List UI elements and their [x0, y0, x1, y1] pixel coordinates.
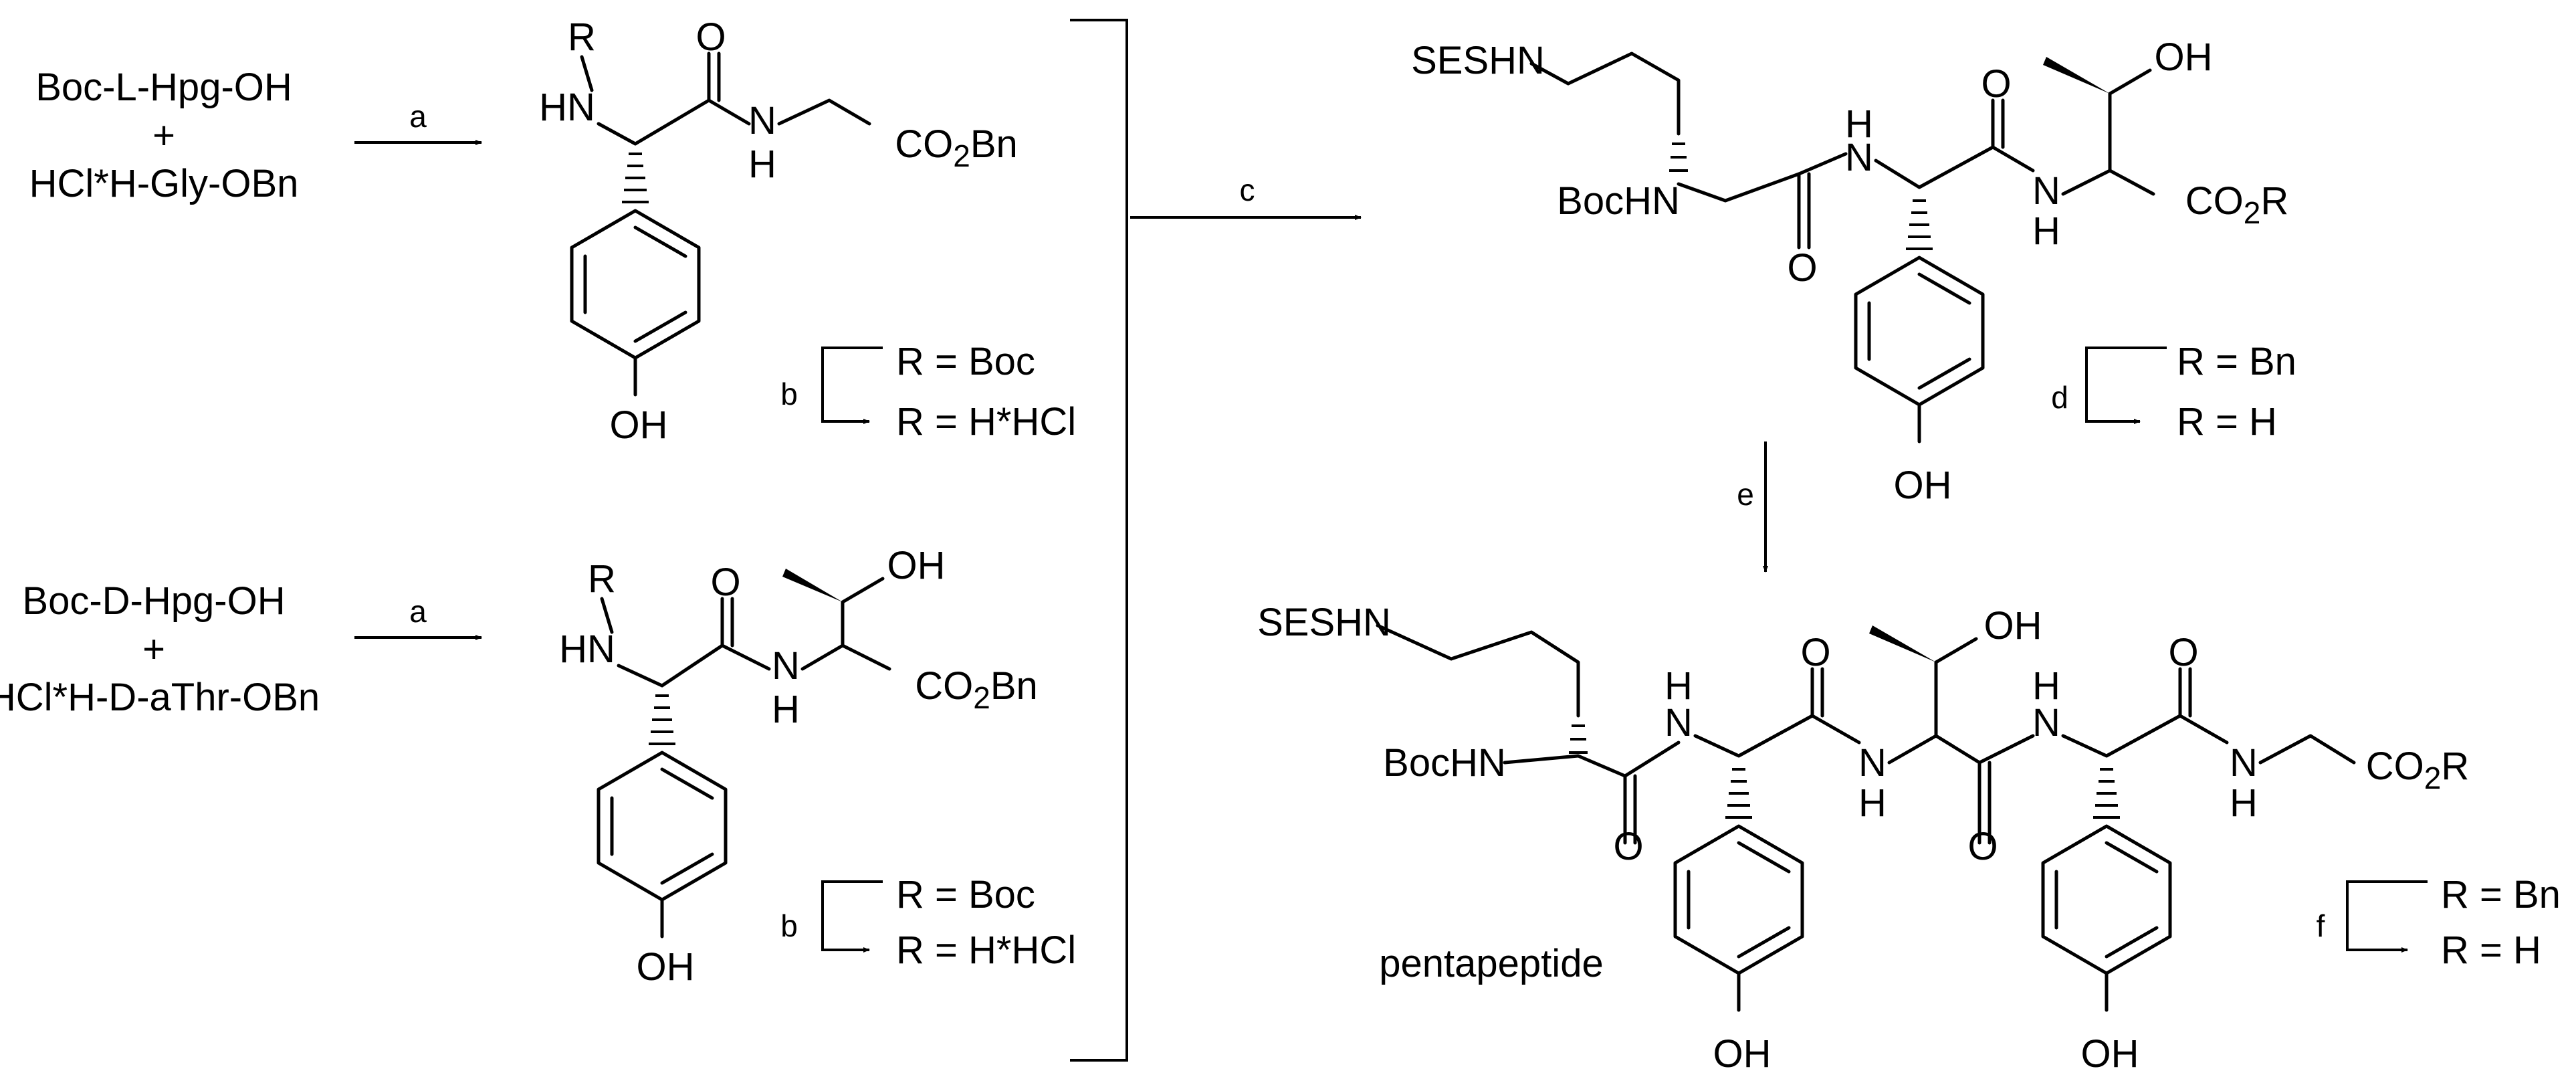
atom-SESHN: SESHN [1257, 601, 1391, 644]
atom-O1: O [1613, 825, 1643, 868]
r-boc-label: R = Boc [896, 873, 1035, 916]
atom-O4: O [2168, 631, 2198, 674]
atom-OH: OH [637, 945, 695, 989]
atom-R: R [588, 557, 616, 601]
atom-O1: O [1787, 246, 1817, 290]
atom-O2: O [1981, 62, 2011, 106]
dipeptide-bottom: R HN O N H OH CO2Bn OH b R = Boc R = H*H… [559, 544, 1076, 989]
atom-H2: H [2032, 209, 2060, 253]
r-bn-label: R = Bn [2441, 873, 2561, 916]
step-e-label: e [1737, 477, 1754, 512]
step-d-label: d [2051, 380, 2068, 415]
reagent-h-gly-obn: HCl*H-Gly-OBn [29, 162, 299, 205]
pentapeptide: SESHN BocHN O H N O N H OH O H N O N H [1257, 601, 2561, 1076]
atom-H: H [748, 142, 776, 186]
r-boc-label: R = Boc [896, 340, 1035, 383]
r-hcl-label: R = H*HCl [896, 400, 1076, 444]
reagent-plus: + [142, 627, 165, 671]
step-b-label: b [780, 377, 798, 411]
atom-SESHN: SESHN [1411, 39, 1545, 82]
dipeptide-top: R HN O N H CO2Bn OH b R = Boc R = H*HCl [539, 15, 1076, 447]
atom-HN: HN [559, 627, 615, 671]
atom-N: N [748, 99, 776, 142]
reagent-plus: + [152, 114, 175, 157]
atom-OH: OH [1894, 464, 1952, 507]
atom-N3: N [2032, 701, 2060, 745]
step-a-arrow-bottom: a [354, 594, 482, 640]
r-hcl-label: R = H*HCl [896, 928, 1076, 972]
ester-label: CO2Bn [895, 122, 1018, 173]
tripeptide: SESHN BocHN O H N O N H OH CO2R OH [1411, 35, 2296, 507]
atom-H: H [772, 688, 800, 731]
atom-HN: HN [539, 86, 595, 129]
step-c-label: c [1240, 173, 1255, 207]
starting-materials-bottom: Boc-D-Hpg-OH + HCl*H-D-aThr-OBn [0, 579, 320, 719]
reagent-boc-d-hpg: Boc-D-Hpg-OH [22, 579, 285, 623]
starting-materials-top: Boc-L-Hpg-OH + HCl*H-Gly-OBn [29, 66, 299, 205]
atom-N1: N [1665, 701, 1693, 745]
atom-O2: O [1800, 631, 1830, 674]
ester-label: CO2Bn [915, 664, 1038, 715]
reagent-h-d-athr-obn: HCl*H-D-aThr-OBn [0, 676, 320, 719]
step-a-label: a [409, 99, 427, 134]
atom-OH: OH [610, 403, 668, 447]
atom-BocHN: BocHN [1383, 741, 1506, 785]
atom-thr-OH: OH [1984, 604, 2042, 648]
atom-H3: H [2032, 664, 2060, 708]
r-h-label: R = H [2177, 400, 2277, 444]
atom-N1: N [1845, 136, 1873, 179]
step-f-label: f [2317, 908, 2325, 943]
atom-N: N [772, 644, 800, 688]
atom-H4: H [2230, 781, 2258, 825]
atom-R: R [568, 15, 596, 59]
reagent-boc-l-hpg: Boc-L-Hpg-OH [35, 66, 292, 109]
atom-N4: N [2230, 741, 2258, 785]
ester-label: CO2R [2366, 745, 2469, 795]
atom-BocHN: BocHN [1557, 179, 1680, 223]
bracket-c: c [1070, 19, 1362, 1062]
atom-OH1: OH [1713, 1032, 1772, 1076]
atom-thr-OH: OH [887, 544, 946, 587]
atom-O3: O [1967, 825, 1998, 868]
atom-N2: N [1858, 741, 1887, 785]
pentapeptide-name: pentapeptide [1379, 942, 1603, 985]
r-h-label: R = H [2441, 928, 2541, 972]
atom-OH2: OH [2081, 1032, 2139, 1076]
atom-H2: H [1858, 781, 1887, 825]
ester-label: CO2R [2185, 179, 2288, 230]
atom-N2: N [2032, 169, 2060, 213]
atom-H1: H [1845, 102, 1873, 146]
step-a-label: a [409, 594, 427, 629]
atom-thr-OH: OH [2155, 35, 2213, 79]
step-a-arrow-top: a [354, 99, 482, 145]
r-bn-label: R = Bn [2177, 340, 2296, 383]
step-b-label: b [780, 908, 798, 943]
atom-O: O [695, 15, 726, 59]
step-e-arrow: e [1737, 441, 1768, 573]
atom-O: O [710, 561, 740, 604]
atom-H1: H [1665, 664, 1693, 708]
